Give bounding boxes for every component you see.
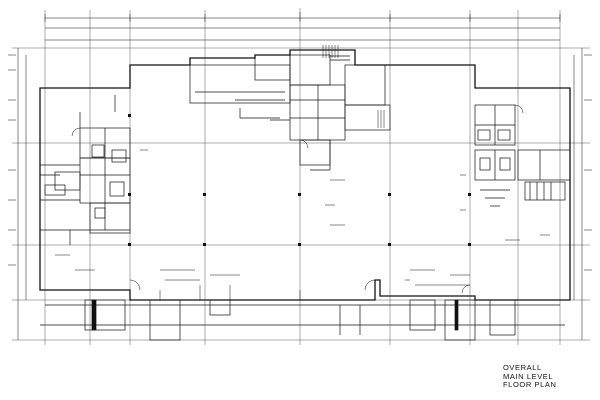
stair-hatching xyxy=(322,45,385,128)
left-wing-rooms xyxy=(40,95,131,245)
title-line-1: OVERALL xyxy=(503,363,542,372)
column-grid-lines xyxy=(12,8,590,345)
south-canopy xyxy=(40,299,565,341)
top-dimension-lines xyxy=(44,12,561,41)
right-wing-rooms xyxy=(474,104,571,207)
structural-columns xyxy=(128,114,471,246)
drawing-title-block: OVERALL MAIN LEVEL FLOOR PLAN xyxy=(503,363,583,390)
title-line-2: MAIN LEVEL xyxy=(503,371,554,381)
edge-ticks xyxy=(8,54,592,271)
exterior-wall xyxy=(39,49,571,301)
side-dimension-lines xyxy=(17,48,583,340)
main-hall-features xyxy=(55,149,550,300)
upper-wing xyxy=(189,54,391,171)
title-line-3: FLOOR PLAN xyxy=(503,380,557,389)
door-swings xyxy=(71,104,524,294)
